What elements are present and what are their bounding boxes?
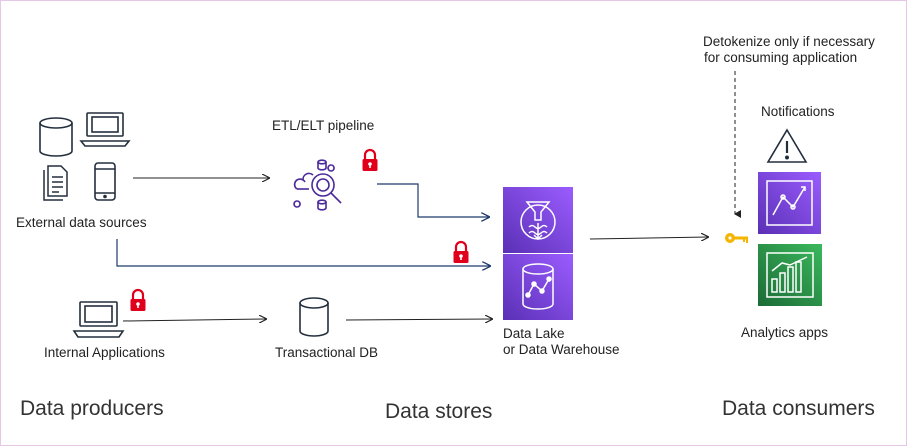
lake-formation-icon [503,187,573,253]
transactional-db-label: Transactional DB [275,345,379,360]
detokenize-note-line2: for consuming application [704,50,858,65]
lock-icon [129,288,147,313]
arrow-internal-to-db [122,319,266,321]
detokenize-note-line1: Detokenize only if necessary [703,34,875,49]
quicksight-icon [758,172,821,234]
lock-icon [361,148,379,173]
analytics-apps-label: Analytics apps [741,325,829,340]
lake-label-line1: Data Lake [503,326,565,341]
laptop-icon [79,112,131,147]
lock-icon [452,240,470,265]
arrow-db-to-lake [345,319,492,320]
consumers-section-title: Data consumers [722,397,875,420]
analytics-chart-icon [758,244,822,306]
laptop-icon [72,301,125,338]
pipeline-label: ETL/ELT pipeline [272,118,375,133]
document-icon [43,165,68,201]
key-icon [725,233,748,243]
database-icon [299,297,329,337]
notifications-label: Notifications [761,104,835,119]
internal-apps-label: Internal Applications [44,345,165,360]
redshift-icon [503,254,573,320]
lake-label-line2: or Data Warehouse [503,342,620,357]
pipeline-icon [293,159,342,211]
mobile-icon [94,162,116,201]
warning-icon [766,128,808,163]
stores-section-title: Data stores [385,400,493,423]
arrow-lake-to-consumers [589,237,708,239]
producers-section-title: Data producers [20,397,164,420]
arrow-external-to-lake [116,239,490,266]
external-sources-label: External data sources [16,215,147,230]
arrow-pipeline-to-lake [377,183,489,217]
database-icon [39,117,73,157]
